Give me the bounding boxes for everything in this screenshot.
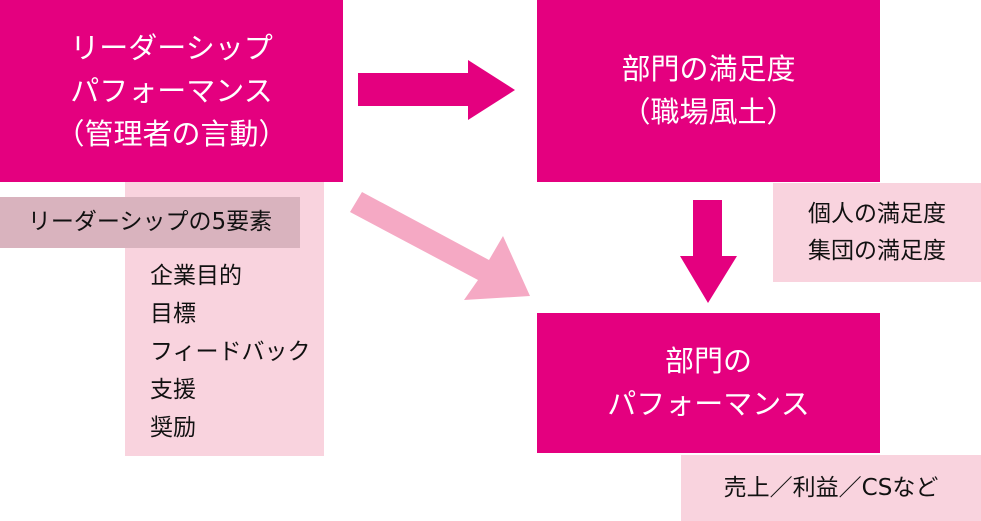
department-satisfaction-box: 部門の満足度 （職場風土）: [537, 0, 880, 182]
five-elements-list: 企業目的 目標 フィードバック 支援 奨励: [150, 257, 311, 447]
box-line: 部門の: [664, 344, 752, 378]
list-item: 奨励: [150, 415, 196, 441]
satisfaction-note: 個人の満足度 集団の満足度: [773, 183, 981, 282]
department-performance-box: 部門の パフォーマンス: [537, 313, 880, 453]
list-item: フィードバック: [150, 339, 311, 365]
note-line: 集団の満足度: [808, 237, 946, 264]
box-line: （管理者の言動）: [55, 116, 288, 151]
box-line: 部門の満足度: [621, 52, 796, 86]
list-item: 企業目的: [150, 263, 242, 289]
box-line: パフォーマンス: [607, 387, 810, 421]
box-line: リーダーシップ: [70, 30, 273, 65]
leadership-performance-box: リーダーシップ パフォーマンス （管理者の言動）: [0, 0, 343, 182]
diagonal-arrow-icon: [350, 192, 530, 300]
performance-note: 売上／利益／CSなど: [681, 455, 981, 521]
list-item: 目標: [150, 301, 196, 327]
down-arrow-icon: [680, 200, 737, 303]
right-arrow-icon: [358, 60, 515, 120]
note-line: 売上／利益／CSなど: [723, 474, 939, 501]
box-line: （職場風土）: [621, 95, 796, 129]
box-line: パフォーマンス: [70, 73, 273, 108]
five-elements-title: リーダーシップの5要素: [0, 197, 300, 248]
list-item: 支援: [150, 377, 196, 403]
note-line: 個人の満足度: [808, 200, 946, 227]
